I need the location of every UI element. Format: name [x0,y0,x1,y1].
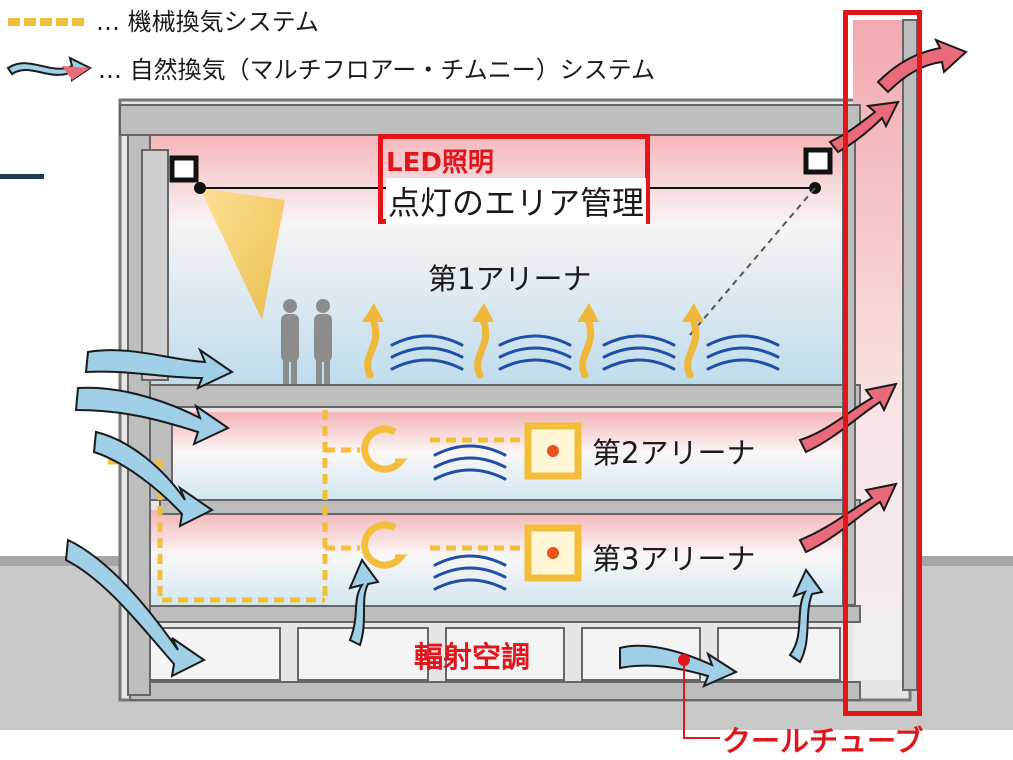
legend-natural-swatch-red [62,66,90,80]
led-subtitle: 点灯のエリア管理 [386,178,647,224]
legend-natural: … 自然換気（マルチフロアー・チムニー）システム [4,50,655,85]
slab-1 [139,384,861,408]
light-beam [200,188,285,320]
chimney-highlight-box [843,10,922,716]
air-wave-icons [390,334,780,591]
led-title: LED照明 [386,148,494,178]
rising-air-heads [362,303,704,322]
roof-slab [119,104,861,136]
left-accent-bar [0,174,44,179]
legend-mechanical: … 機械換気システム [4,2,319,37]
legend-natural-label: … 自然換気（マルチフロアー・チムニー）システム [98,56,655,84]
light-fixture-left [169,155,199,183]
arena1-label: 第1アリーナ [428,262,592,296]
legend-mechanical-swatch [8,18,84,26]
light-fixture-right [803,147,833,175]
slab-3 [139,605,861,623]
fan-blades [547,445,559,559]
arena3-label: 第3アリーナ [592,542,756,576]
slab-2 [159,499,861,515]
cool-tube-label: クールチューブ [722,724,924,758]
arena2-space [168,412,845,502]
cool-tube-leader [683,660,720,739]
arena2-label: 第2アリーナ [592,436,756,470]
legend-mechanical-label: … 機械換気システム [96,8,319,36]
left-window-block [141,149,169,381]
radiant-label: 輻射空調 [414,640,531,674]
inflow-arrows [64,347,824,688]
people-icon [281,299,332,384]
basement-floor [129,681,861,701]
led-dot-left [194,182,206,194]
rising-air-arrows [364,314,700,379]
fan-icon [361,422,582,582]
